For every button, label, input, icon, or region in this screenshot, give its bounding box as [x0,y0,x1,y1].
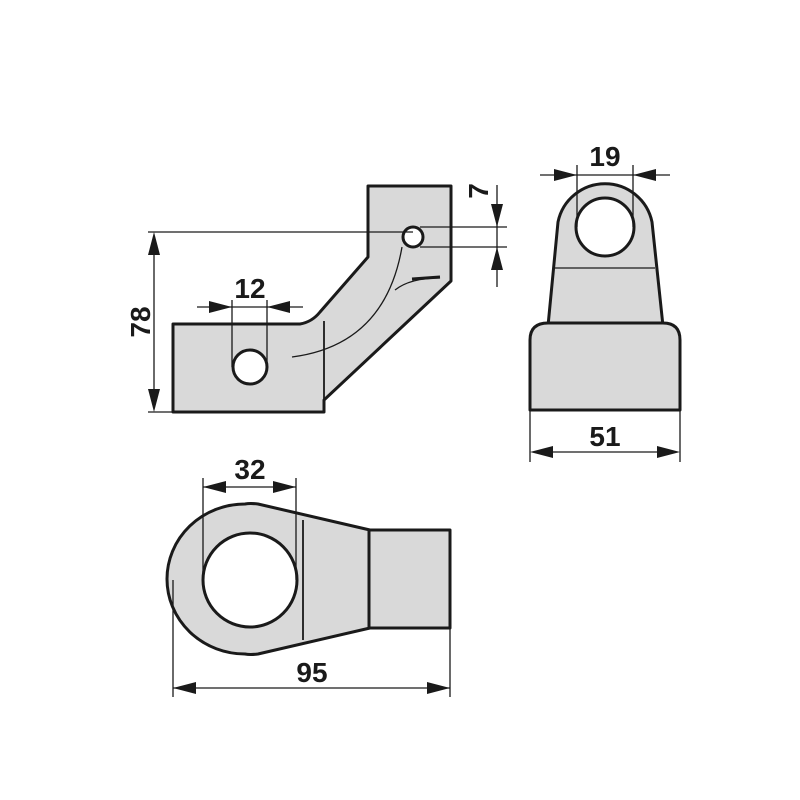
top-view-shank [367,528,452,630]
side-view-outline [171,184,453,414]
dim-7: 7 [463,183,494,199]
side-large-hole [231,348,269,386]
side-view-bend-line [291,246,403,358]
dim-95: 95 [296,657,327,688]
top-view: 32 95 [165,454,452,697]
dim-32: 32 [234,454,265,485]
top-hole [201,531,299,629]
front-view: 19 51 [528,141,682,462]
dim-19: 19 [589,141,620,172]
front-view-base [528,321,682,412]
front-hole [574,196,636,258]
side-small-hole [401,225,425,249]
side-view: 78 12 7 [125,183,507,414]
dim-51: 51 [589,421,620,452]
dim-78: 78 [125,306,156,337]
dim-12: 12 [234,273,265,304]
